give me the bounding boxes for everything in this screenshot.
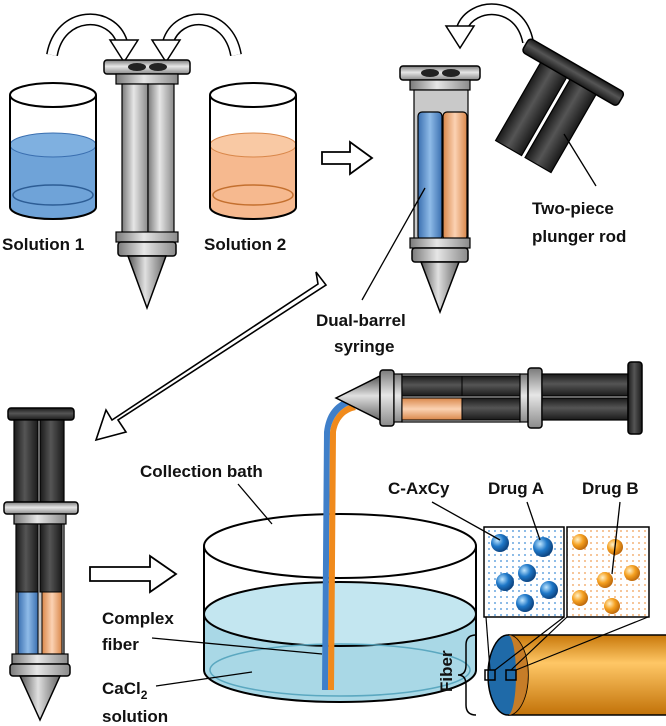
fiber-brace (457, 634, 477, 716)
assembled-syringe-vertical (3, 407, 79, 722)
zoom-line-a2 (494, 616, 565, 671)
plunger-label-line1: Two-piece (532, 199, 614, 218)
solution1-beaker (9, 82, 97, 220)
solution2-beaker (209, 82, 297, 220)
drug-a-leader-line (526, 501, 541, 541)
syringe-label-line1: Dual-barrel (316, 311, 406, 330)
collection-bath (203, 513, 477, 703)
drug-b-label: Drug B (582, 479, 639, 498)
drug-a-label: Drug A (488, 479, 544, 498)
step-arrow-bottom-icon (89, 554, 178, 594)
plunger-leader-line (563, 133, 597, 187)
complex-fiber (322, 398, 356, 690)
pour-arrow-left-icon (46, 13, 140, 64)
horizontal-syringe (334, 361, 643, 435)
fiber-leader-line (151, 637, 323, 655)
drug-b-inset (566, 526, 650, 618)
syringe-label-line2: syringe (334, 337, 394, 356)
step-arrow-top-icon (321, 140, 374, 176)
complex-fiber-label-line2: fiber (102, 635, 139, 654)
caxcy-label: C-AxCy (388, 479, 450, 498)
zoom-line-b2 (515, 616, 649, 671)
solution2-label: Solution 2 (204, 235, 286, 254)
filled-dual-barrel-syringe (399, 65, 481, 315)
plunger-label-line2: plunger rod (532, 227, 626, 246)
collection-bath-label: Collection bath (140, 462, 263, 481)
pour-arrow-right-icon (150, 13, 242, 64)
solution1-label: Solution 1 (2, 235, 84, 254)
cacl2-leader-line (155, 671, 253, 687)
cacl2-label-line2: solution (102, 707, 168, 726)
drug-a-inset (483, 526, 565, 618)
caxcy-leader-line (431, 501, 501, 541)
two-piece-plunger-rod (494, 38, 625, 174)
bath-leader-line (237, 483, 273, 525)
syringe-leader-line (361, 187, 426, 301)
empty-dual-barrel-syringe (103, 59, 191, 311)
fiber-cross-section (484, 634, 666, 716)
drug-b-leader-line (611, 501, 621, 575)
cacl2-label: CaCl2 (102, 679, 148, 702)
zoom-line-a1 (485, 616, 491, 671)
step-arrow-diagonal-icon (94, 271, 328, 442)
fiber-label: Fiber (437, 650, 456, 692)
zoom-line-b1 (510, 616, 568, 671)
insert-plunger-arrow-icon (444, 3, 534, 50)
complex-fiber-label-line1: Complex (102, 609, 174, 628)
